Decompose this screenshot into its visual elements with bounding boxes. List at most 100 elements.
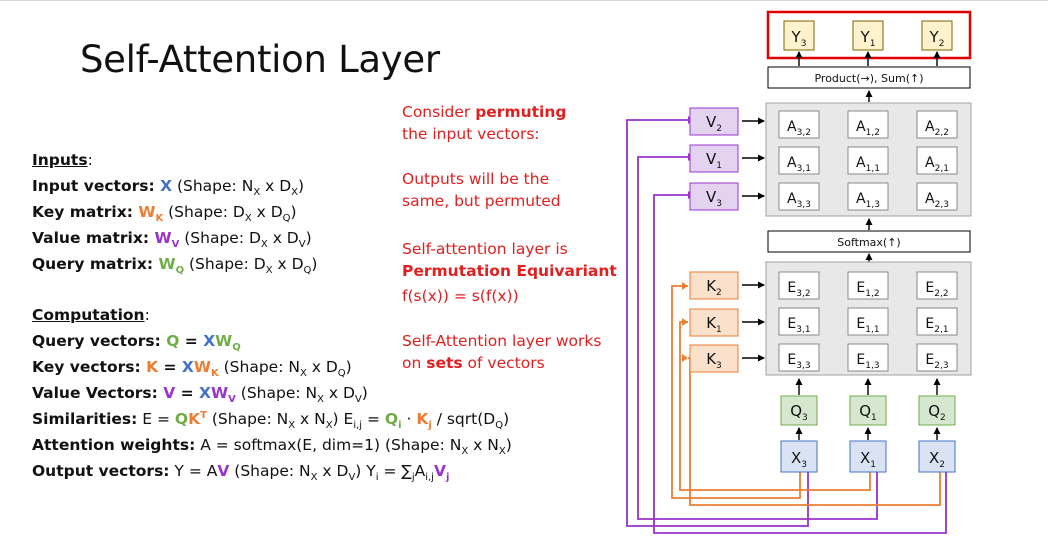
key-connector-head-0 — [682, 282, 688, 290]
equations-panel: Inputs: Input vectors: X (Shape: NX x DX… — [32, 147, 512, 484]
output-vectors-shape: (Shape: N — [229, 462, 311, 480]
query-shape-mid: x D — [272, 255, 304, 273]
query-shape-sub2: Q — [303, 265, 312, 277]
similarities-shape: (Shape: N — [206, 410, 289, 428]
value-label-0: V2 — [706, 113, 722, 134]
key-shape-sub1: X — [244, 213, 252, 225]
query-matrix-sub: Q — [175, 265, 185, 277]
output-vectors-yi: i — [375, 472, 379, 484]
attention-label-1-2: A2,1 — [925, 155, 949, 174]
key-label-1: K1 — [706, 314, 722, 335]
value-shape-post: ) — [305, 229, 312, 247]
similarities-dot: · — [401, 410, 417, 428]
key-shape-post: ) — [290, 203, 297, 221]
value-box-0 — [689, 107, 739, 136]
similarities-dq: Q — [495, 420, 504, 432]
note-permuting-line1: Consider permuting — [402, 101, 617, 123]
key-vectors-line: Key vectors: K = XWK (Shape: NX x DQ) — [32, 358, 352, 380]
similarities-eq: = — [362, 410, 385, 428]
key-box-1 — [689, 308, 739, 337]
input-shape-sub2: X — [291, 187, 298, 199]
value-vectors-post: ) — [361, 384, 368, 402]
input-shape-post: ) — [298, 177, 305, 195]
similarities-k: K — [188, 410, 201, 428]
key-vectors-lhs: K — [146, 358, 159, 376]
query-label-1: Q1 — [859, 402, 877, 423]
attention-cell-1-1 — [847, 146, 889, 175]
similarities-kj-text: K — [416, 410, 429, 428]
value-vectors-shape: (Shape: N — [235, 384, 318, 402]
output-vectors-v: V — [217, 462, 230, 480]
query-vectors-label: Query vectors — [32, 332, 155, 350]
value-vectors-eq: = — [175, 384, 200, 402]
attention-label-2-2: A2,3 — [925, 191, 949, 210]
softmax-box — [767, 230, 971, 253]
page-title: Self-Attention Layer — [80, 38, 440, 81]
attention-weights-text: A = softmax(E, dim=1) (Shape: N — [195, 436, 462, 454]
query-matrix-symbol: WQ — [158, 255, 185, 277]
similarities-kj: Kj — [416, 410, 432, 432]
key-matrix-w: W — [138, 203, 156, 221]
query-vectors-x: X — [203, 332, 216, 350]
attention-cell-0-0 — [778, 110, 820, 139]
value-connector-1 — [637, 156, 878, 520]
output-vectors-sub1: X — [310, 472, 318, 484]
note-outputs-line2: same, but permuted — [402, 192, 561, 210]
notes-panel: Consider permuting the input vectors: Ou… — [402, 101, 617, 397]
attention-cell-0-2 — [916, 110, 958, 139]
attention-label-0-0: A3,2 — [787, 119, 811, 138]
similarities-pre: E = — [137, 410, 175, 428]
similarity-label-1-2: E2,1 — [925, 316, 948, 335]
query-box-0 — [780, 395, 818, 426]
attention-label-1-0: A3,1 — [787, 155, 811, 174]
note-sets-bold: sets — [426, 354, 463, 372]
value-shape-pre: (Shape: D — [179, 229, 261, 247]
query-label-0: Q3 — [790, 402, 808, 423]
attention-cell-1-2 — [916, 146, 958, 175]
value-connector-0 — [626, 119, 809, 527]
output-label-0: Y3 — [791, 28, 807, 49]
computation-heading: Computation: — [32, 302, 512, 328]
note-sets: Self-Attention layer works on sets of ve… — [402, 330, 617, 374]
value-vectors-mid: x D — [323, 384, 355, 402]
value-matrix-sub: V — [171, 239, 180, 251]
key-vectors-label: Key vectors — [32, 358, 135, 376]
input-label-0: X3 — [791, 449, 807, 470]
key-matrix-line: Key matrix: WK (Shape: DX x DQ) — [32, 203, 297, 225]
similarity-label-1-1: E1,1 — [856, 316, 879, 335]
output-vectors-eq: = — [378, 462, 402, 480]
query-matrix-w: W — [158, 255, 176, 273]
input-shape-mid: x D — [260, 177, 292, 195]
similarities-label: Similarities — [32, 410, 132, 428]
similarities-kj-sub: j — [428, 420, 432, 432]
input-shape-sub1: X — [253, 187, 261, 199]
note-sets-pre: on — [402, 354, 427, 372]
similarities-kt: KT — [188, 410, 207, 428]
key-label-0: K2 — [706, 277, 722, 298]
note-permuting: Consider permuting the input vectors: — [402, 101, 617, 145]
key-connector-2 — [688, 357, 941, 506]
similarity-cell-0-0 — [778, 271, 820, 300]
query-vectors-line: Query vectors: Q = XWQ — [32, 332, 241, 354]
key-matrix-label: Key matrix — [32, 203, 127, 221]
attention-label-0-2: A2,2 — [925, 119, 949, 138]
input-shape-pre: (Shape: N — [172, 177, 254, 195]
value-vectors-w-text: W — [210, 384, 229, 402]
key-vectors-eq: = — [158, 358, 182, 376]
value-connector-2 — [653, 194, 947, 534]
input-box-2 — [918, 440, 956, 473]
query-label-2: Q2 — [928, 402, 946, 423]
value-vectors-x: X — [199, 384, 211, 402]
value-shape-sub1: X — [260, 239, 268, 251]
value-vectors-w-sub: V — [228, 394, 236, 406]
similarity-label-2-2: E2,3 — [925, 352, 948, 371]
output-vectors-mid: x D — [317, 462, 349, 480]
note-sets-post: of vectors — [462, 354, 545, 372]
note-outputs-line1: Outputs will be the — [402, 170, 550, 188]
similarity-label-1-0: E3,1 — [787, 316, 810, 335]
similarity-cell-1-2 — [916, 307, 958, 336]
note-sets-line2: on sets of vectors — [402, 352, 617, 374]
input-vectors-line: Input vectors: X (Shape: NX x DX) — [32, 177, 305, 199]
similarities-close: ) — [503, 410, 510, 428]
note-equivariant-line1: Self-attention layer is — [402, 240, 568, 258]
